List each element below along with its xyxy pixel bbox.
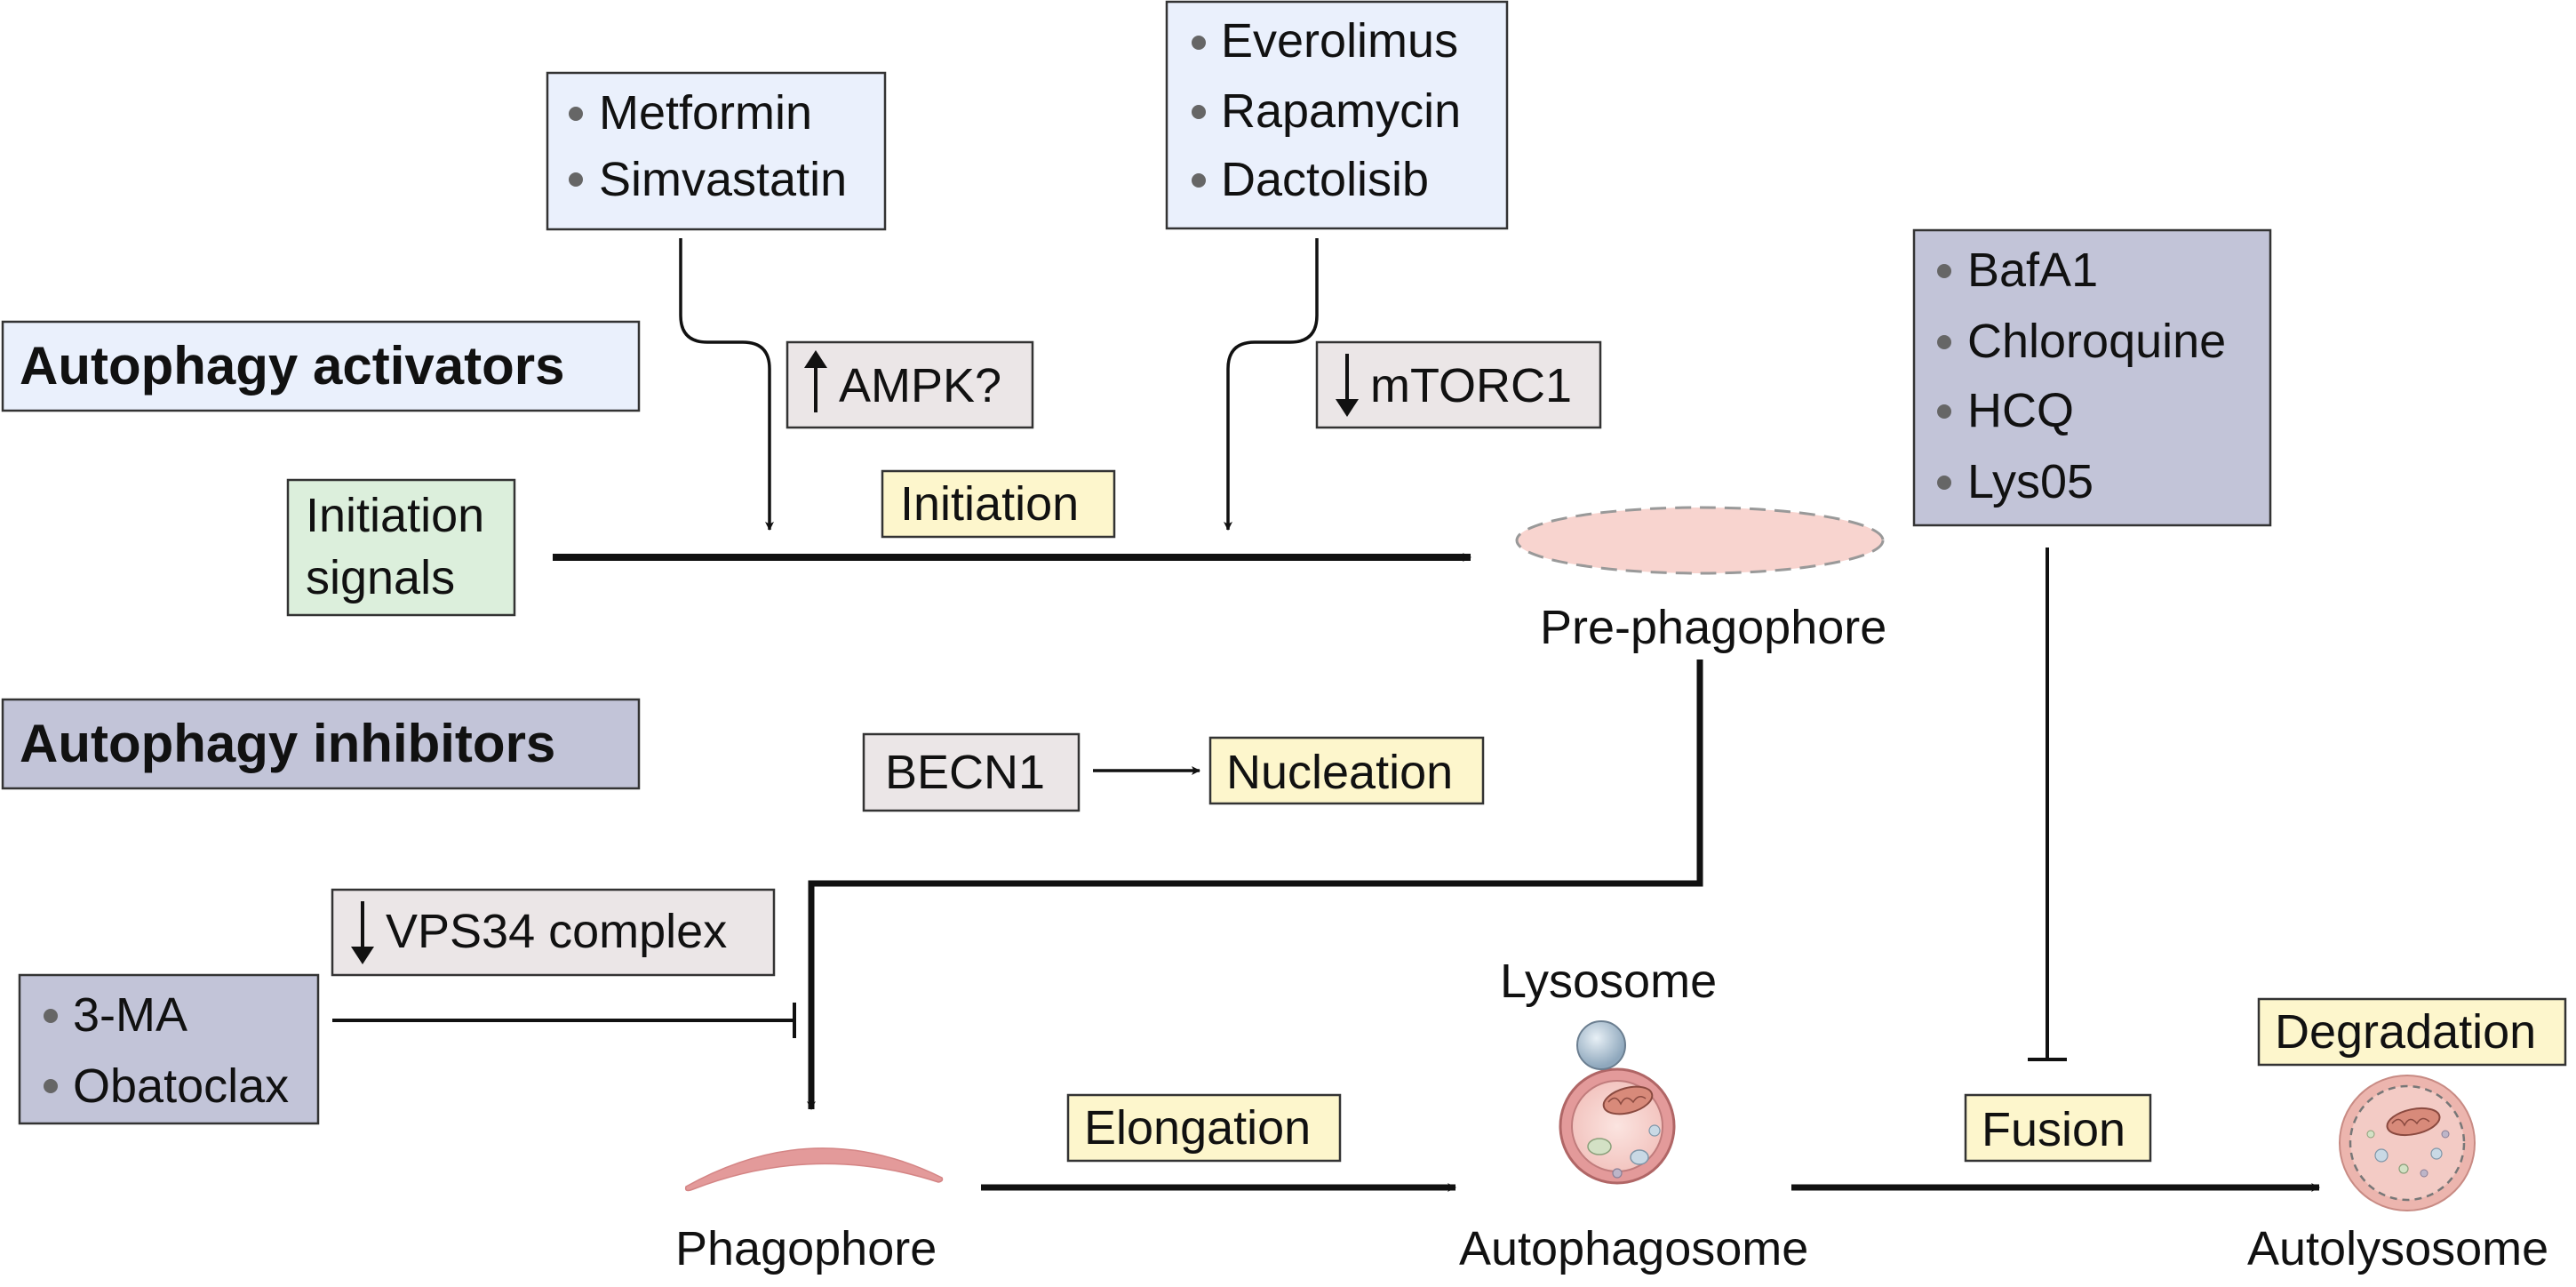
autophagosome: Lysosome Autophagosome xyxy=(1459,955,1808,1275)
bullet-icon xyxy=(1192,36,1206,50)
bullet-icon xyxy=(44,1079,58,1093)
mtorc1-target: mTORC1 xyxy=(1315,340,1602,429)
stage-fusion: Fusion xyxy=(1964,1093,2152,1163)
ampk-target: AMPK? xyxy=(786,340,1034,429)
fusion-inhibitors-box: BafA1 Chloroquine HCQ Lys05 xyxy=(1912,228,2272,527)
legend-inhibitors-box xyxy=(1,698,641,790)
cargo-vesicle xyxy=(1648,1124,1661,1137)
pre-phagophore: Pre-phagophore xyxy=(1515,506,1886,654)
vps34-inhibitors-box: 3-MA Obatoclax xyxy=(18,973,320,1125)
stage-fusion-label: Fusion xyxy=(1982,1103,2125,1156)
legend-activators: Autophagy activators xyxy=(1,320,641,412)
mtorc1-label: mTORC1 xyxy=(1370,359,1572,412)
legend-inhibitors-label: Autophagy inhibitors xyxy=(20,714,555,773)
drug-3ma: 3-MA xyxy=(73,988,187,1042)
drug-chloroquine: Chloroquine xyxy=(1967,315,2226,368)
mtor-inhibitors-box: Everolimus Rapamycin Dactolisib xyxy=(1165,0,1509,230)
stage-initiation: Initiation xyxy=(881,469,1116,539)
phagophore-label: Phagophore xyxy=(675,1222,937,1275)
drug-obatoclax: Obatoclax xyxy=(73,1059,289,1113)
drug-lys05: Lys05 xyxy=(1967,455,2093,508)
down-arrow-icon xyxy=(351,901,374,964)
lysosome-shape xyxy=(1576,1020,1626,1070)
stage-degradation-label: Degradation xyxy=(2275,1005,2536,1059)
drug-hcq: HCQ xyxy=(1967,384,2074,437)
ampk-connector xyxy=(679,238,774,531)
stage-initiation-label: Initiation xyxy=(900,477,1079,531)
legend-activators-label: Autophagy activators xyxy=(20,336,564,396)
drug-rapamycin: Rapamycin xyxy=(1221,84,1461,138)
becn1-target: BECN1 xyxy=(862,732,1081,812)
cargo-vesicle xyxy=(1587,1138,1612,1155)
ampk-activators-box: Metformin Simvastatin xyxy=(546,71,887,231)
cargo-vesicle xyxy=(1612,1168,1623,1179)
cargo-vesicle xyxy=(2398,1163,2409,1174)
pre-phagophore-label: Pre-phagophore xyxy=(1540,601,1886,654)
bullet-icon xyxy=(1192,105,1206,119)
down-arrow-icon xyxy=(1336,354,1359,417)
stage-nucleation: Nucleation xyxy=(1208,736,1485,805)
legend-inhibitors: Autophagy inhibitors xyxy=(1,698,641,790)
ampk-label: AMPK? xyxy=(839,359,1001,412)
autophagosome-label: Autophagosome xyxy=(1459,1222,1808,1275)
cargo-vesicle xyxy=(2374,1148,2389,1163)
bullet-icon xyxy=(1937,476,1951,490)
mitochondrion-icon xyxy=(2386,1107,2441,1137)
stage-elongation-label: Elongation xyxy=(1084,1101,1311,1155)
up-arrow-icon xyxy=(804,350,827,412)
lysosome-label: Lysosome xyxy=(1500,955,1717,1008)
drug-bafa1: BafA1 xyxy=(1967,244,2098,297)
initiation-signals-line2: signals xyxy=(306,551,455,604)
cargo-vesicle xyxy=(2430,1147,2443,1160)
drug-dactolisib: Dactolisib xyxy=(1221,153,1429,206)
bullet-icon xyxy=(1937,404,1951,419)
drug-everolimus: Everolimus xyxy=(1221,14,1458,68)
pre-phagophore-shape xyxy=(1515,506,1885,575)
bullet-icon xyxy=(1192,173,1206,188)
autolysosome-label: Autolysosome xyxy=(2247,1222,2548,1275)
mitochondrion-icon xyxy=(1602,1085,1654,1115)
vps34-target: VPS34 complex xyxy=(331,888,776,977)
autolysosome-inner xyxy=(2349,1084,2466,1202)
bullet-icon xyxy=(1937,264,1951,278)
drug-simvastatin: Simvastatin xyxy=(599,153,847,206)
bullet-icon xyxy=(44,1009,58,1023)
autolysosome: Autolysosome xyxy=(2247,1075,2548,1275)
drug-metformin: Metformin xyxy=(599,86,812,140)
cargo-vesicle xyxy=(2441,1130,2450,1139)
cargo-vesicle xyxy=(2366,1130,2375,1139)
legend-activators-box xyxy=(1,320,641,412)
becn1-label: BECN1 xyxy=(885,746,1045,799)
stage-nucleation-label: Nucleation xyxy=(1226,746,1453,799)
bullet-icon xyxy=(569,107,583,121)
initiation-signals: Initiation signals xyxy=(286,478,516,617)
bullet-icon xyxy=(569,172,583,187)
phagophore: Phagophore xyxy=(675,1147,944,1275)
cargo-vesicle xyxy=(1630,1149,1649,1165)
cargo-vesicle xyxy=(2420,1169,2428,1178)
nucleation-arrow xyxy=(807,659,1703,1110)
vps34-label: VPS34 complex xyxy=(386,905,727,958)
initiation-signals-line1: Initiation xyxy=(306,489,484,542)
mtorc1-connector xyxy=(1224,238,1319,531)
phagophore-shape xyxy=(684,1147,944,1192)
stage-degradation: Degradation xyxy=(2257,997,2567,1067)
bullet-icon xyxy=(1937,335,1951,349)
stage-elongation: Elongation xyxy=(1066,1093,1342,1163)
